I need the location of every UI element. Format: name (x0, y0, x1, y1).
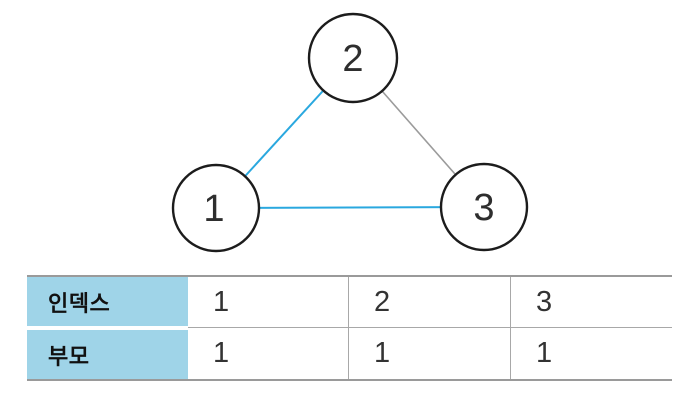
node-1-label: 1 (203, 188, 224, 230)
graph-node-3: 3 (439, 162, 529, 252)
table-row-index: 인덱스 1 2 3 (27, 277, 672, 328)
parent-cell-2: 1 (348, 328, 510, 379)
parent-cell-1: 1 (188, 328, 348, 379)
node-1-circle (171, 163, 261, 253)
row-header-index: 인덱스 (27, 277, 188, 328)
graph-node-1: 1 (171, 163, 261, 253)
edge-1-3 (215, 206, 485, 209)
index-cell-1: 1 (188, 277, 348, 328)
graph-diagram: 1 2 3 (171, 12, 529, 253)
parent-cell-3: 1 (510, 328, 672, 379)
index-cell-3: 3 (510, 277, 672, 328)
graph-node-2: 2 (307, 12, 399, 104)
table-row-parent: 부모 1 1 1 (27, 328, 672, 379)
node-2-label: 2 (342, 38, 363, 80)
row-header-parent: 부모 (27, 328, 188, 379)
node-2-circle (307, 12, 399, 104)
index-cell-2: 2 (348, 277, 510, 328)
node-3-label: 3 (473, 187, 494, 229)
node-3-circle (439, 162, 529, 252)
parent-table: 인덱스 1 2 3 부모 1 1 1 (27, 275, 672, 381)
